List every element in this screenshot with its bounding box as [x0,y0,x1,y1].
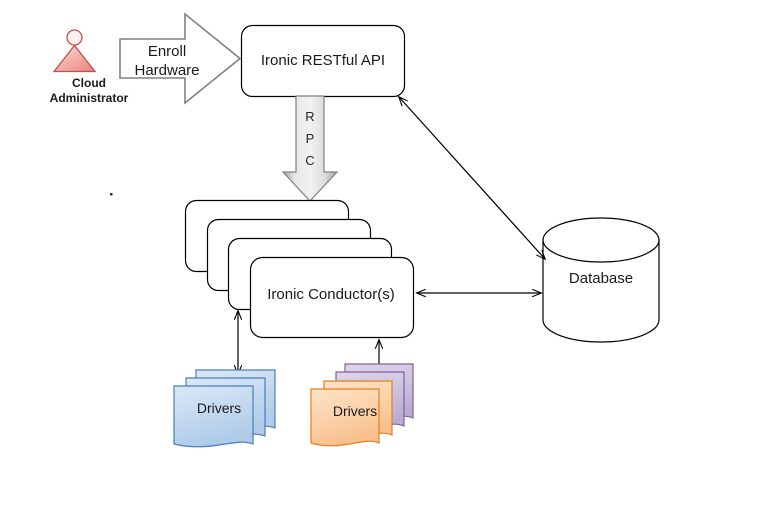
drivers-orange-label: Drivers [332,403,378,419]
rpc-letter-c: C [305,153,315,168]
database-label: Database [568,270,634,287]
rpc-letter-p: P [305,131,315,146]
block-arrow-right-icon [119,12,242,105]
conductor-stack [184,199,415,339]
rpc-letter-r: R [305,109,315,124]
drivers-orange-stack [310,363,414,447]
block-arrow-down-icon [281,95,339,202]
ironic-conductor-label: Ironic Conductor(s) [267,286,395,303]
actor-label: Cloud Administrator [49,76,129,105]
ironic-api-label: Ironic RESTful API [260,52,386,69]
enroll-hardware-label: Enroll Hardware [134,43,200,79]
document-stack-icon-orange-front [310,388,380,447]
stray-dot-artifact [110,193,113,196]
drivers-blue-label: Drivers [196,400,242,416]
connector-api-database [399,97,545,259]
person-actor-icon [52,29,97,73]
cylinder-database-icon [542,217,660,343]
conductor-box-front [249,256,415,339]
document-stack-icon-blue-front [173,385,254,448]
drivers-blue-stack [173,369,276,448]
